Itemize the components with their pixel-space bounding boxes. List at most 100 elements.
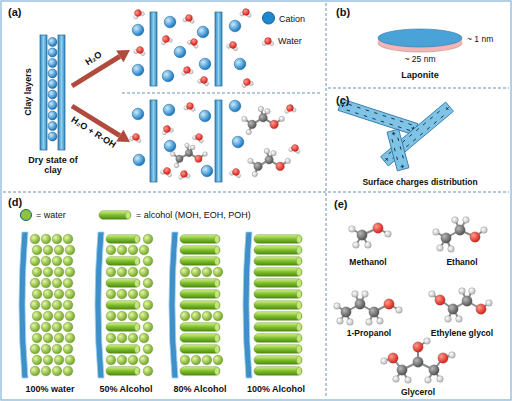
oxygen-atom (136, 46, 144, 54)
cation (48, 59, 57, 68)
alcohol-cylinder (180, 323, 220, 332)
water-ball (54, 311, 64, 321)
atom (396, 307, 403, 314)
atom (248, 120, 257, 129)
cation (48, 101, 57, 110)
condition-label: 50% Alcohol (99, 385, 152, 395)
cation (197, 26, 209, 38)
atom (258, 106, 263, 111)
cation (133, 154, 145, 166)
negative-charge (391, 139, 393, 142)
atom (254, 162, 263, 171)
alcohol-cylinder (254, 290, 302, 299)
water-ball (43, 311, 53, 321)
atom (470, 232, 480, 242)
atom (481, 227, 488, 234)
negative-charge (400, 121, 403, 122)
water-ball (41, 344, 51, 354)
cylinder-end (214, 367, 219, 375)
alcohol-cylinder (180, 235, 220, 244)
water-ball (106, 289, 116, 299)
water-ball (139, 245, 149, 255)
water-ball (63, 344, 73, 354)
water-ball (202, 267, 212, 277)
atom (265, 108, 270, 113)
water-ball (143, 234, 153, 244)
water-molecule (284, 104, 297, 114)
water-ball (30, 322, 40, 332)
legend-item: = water (20, 209, 66, 221)
cation (48, 38, 57, 47)
cation (201, 165, 213, 177)
water-molecule (183, 102, 196, 112)
water-ball (63, 256, 73, 266)
atom (176, 155, 183, 162)
negative-charge (347, 110, 350, 111)
atom (429, 365, 439, 375)
arrow-head (116, 130, 130, 142)
oxygen-atom (163, 167, 172, 176)
negative-charge (364, 116, 367, 117)
alcohol-cylinder (99, 211, 131, 220)
cation (229, 20, 241, 32)
legend-spacer (98, 211, 132, 219)
negative-charge (427, 127, 430, 129)
cylinder-end (296, 279, 301, 287)
alcohol-cylinder (106, 367, 140, 376)
cylinder-end (296, 257, 301, 265)
atom (455, 225, 465, 235)
panel-letter: (b) (336, 6, 350, 18)
water-ball (117, 267, 127, 277)
part-label: Surface charges distribution (362, 178, 477, 187)
cation (199, 110, 211, 122)
alcohol-cylinder (180, 246, 220, 255)
cylinder-end (296, 246, 301, 254)
water-molecule (226, 40, 240, 52)
cylinder-end (214, 257, 219, 265)
water-molecule (129, 132, 142, 143)
atom (337, 318, 344, 325)
negative-charge (441, 116, 444, 118)
part-label: Dry state of clay (22, 156, 84, 176)
ethanol-molecule (433, 217, 488, 253)
legend-swatch (20, 209, 32, 221)
methanol-molecule (349, 223, 392, 249)
oxygen-atom (194, 132, 203, 141)
oxygen-atom (189, 37, 198, 46)
atom (270, 120, 279, 129)
negative-charge (355, 113, 358, 114)
negative-charge (408, 124, 411, 125)
atom (448, 246, 455, 253)
oxygen-atom (232, 168, 241, 177)
negative-charge (389, 152, 392, 154)
atom (366, 319, 373, 326)
atom (195, 155, 202, 162)
water-ball (143, 322, 153, 332)
cation (162, 70, 174, 82)
water-ball (41, 256, 51, 266)
panel-divider (122, 93, 322, 94)
cylinder-end (214, 334, 219, 342)
legend-swatch (262, 12, 275, 25)
water-ball (52, 366, 62, 376)
atom (425, 377, 432, 384)
water-ball (139, 311, 149, 321)
water-ball (128, 267, 138, 277)
alcohol-cylinder (106, 345, 140, 354)
water-ball (52, 300, 62, 310)
negative-charge (420, 133, 423, 135)
arrow-label: H₂O + R-OH (69, 115, 117, 150)
water-molecule (178, 170, 191, 180)
cylinder-end (214, 323, 219, 331)
cylinder-end (125, 211, 130, 219)
clay-surface (243, 232, 252, 378)
clay-layer (58, 35, 65, 150)
water-ball (117, 289, 127, 299)
cation (229, 100, 241, 112)
positive-charge (446, 107, 449, 109)
water-ball (213, 311, 223, 321)
panel-divider (3, 192, 509, 193)
water-molecule (133, 45, 146, 56)
panel-letter: (a) (8, 6, 21, 18)
cylinder-end (134, 257, 139, 265)
